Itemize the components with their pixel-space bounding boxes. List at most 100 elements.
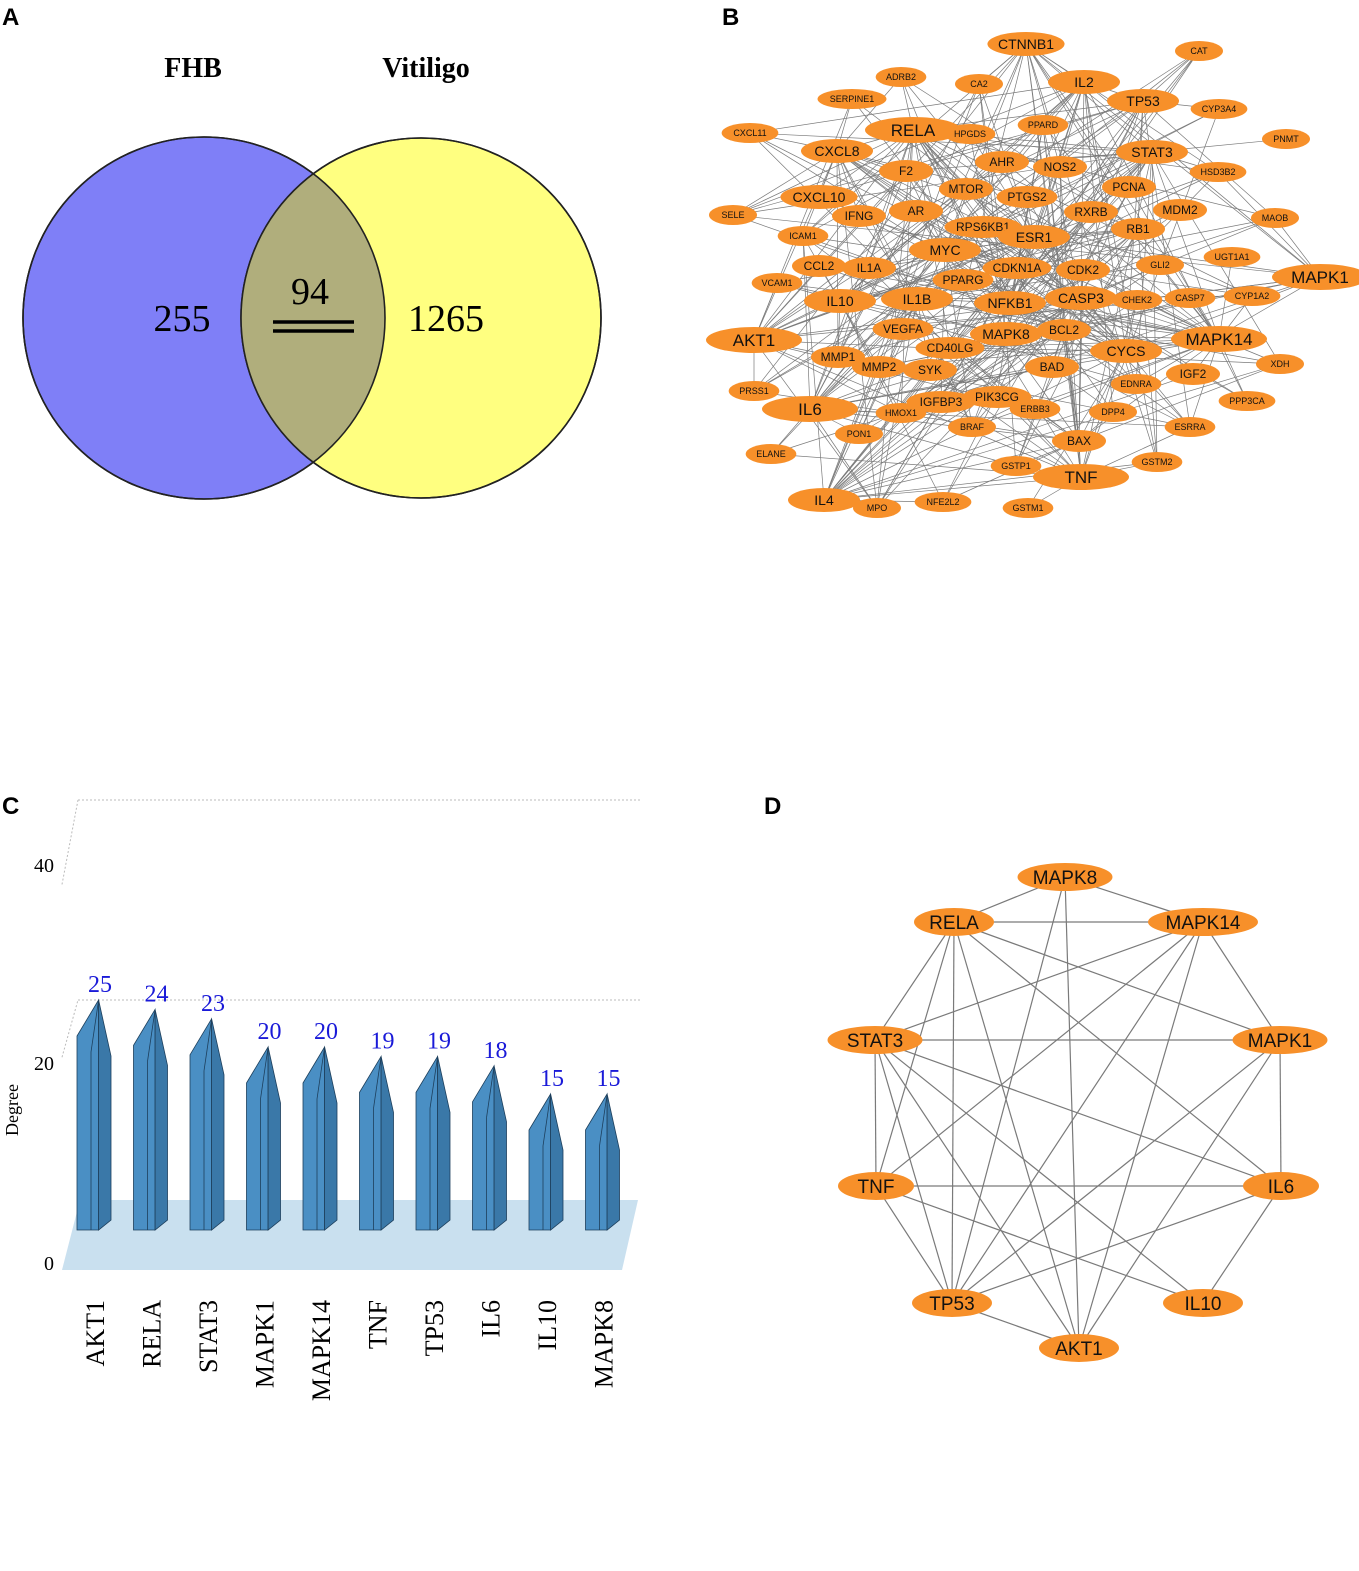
network-node-myc: MYC (909, 238, 981, 262)
svg-text:IL6: IL6 (1268, 1177, 1294, 1198)
network-node-mmp1: MMP1 (811, 346, 865, 368)
svg-text:IGF2: IGF2 (1180, 367, 1207, 381)
network-edge (916, 264, 1161, 300)
x-tick-label: AKT1 (81, 1300, 110, 1366)
network-node-tp53: TP53 (1107, 89, 1179, 113)
network-node-ctnnb1: CTNNB1 (987, 32, 1065, 56)
network-node-ppard: PPARD (1017, 115, 1069, 135)
panel-label-a: A (2, 4, 20, 31)
svg-text:ELANE: ELANE (756, 449, 786, 459)
svg-text:HMOX1: HMOX1 (885, 408, 917, 418)
network-edge (1142, 100, 1276, 219)
network-edge (732, 129, 914, 216)
svg-text:PIK3CG: PIK3CG (975, 390, 1019, 404)
venn-panel: FHB Vitiligo 255 1265 94 (0, 0, 700, 560)
network-node-rxrb: RXRB (1064, 201, 1118, 223)
network-node-cxcl11: CXCL11 (721, 123, 779, 143)
network-edge (809, 408, 878, 509)
svg-text:CA2: CA2 (970, 79, 988, 89)
svg-text:GSTM1: GSTM1 (1012, 503, 1043, 513)
y-axis-label: Degree (2, 1084, 22, 1136)
network-edge (969, 133, 1035, 238)
svg-text:CD40LG: CD40LG (927, 341, 974, 355)
network-edge (836, 76, 902, 152)
core-node-tp53: TP53 (912, 1289, 992, 1317)
network-node-mmp2: MMP2 (852, 356, 906, 378)
x-tick-label: MAPK14 (307, 1300, 336, 1401)
network-node-il2: IL2 (1048, 70, 1120, 94)
network-node-hsd3b2: HSD3B2 (1189, 162, 1247, 182)
network-node-gli2: GLI2 (1136, 255, 1184, 275)
bar-mapk14 (302, 1045, 338, 1231)
svg-text:RPS6KB1: RPS6KB1 (956, 220, 1010, 234)
venn-count-vitiligo: 1265 (408, 298, 484, 340)
network-edge (1033, 236, 1321, 278)
network-edge (915, 210, 1127, 352)
network-node-hmox1: HMOX1 (875, 403, 927, 423)
svg-text:PTGS2: PTGS2 (1007, 190, 1047, 204)
network-edge (1137, 100, 1144, 230)
core-network-edge (953, 921, 1080, 1349)
network-edge (823, 373, 1194, 501)
bar-mapk8 (585, 1092, 620, 1231)
svg-text:SELE: SELE (721, 210, 744, 220)
bar-value-label: 15 (597, 1066, 621, 1092)
network-edge (753, 210, 917, 341)
network-edge (1026, 81, 1085, 198)
network-edge (1025, 43, 1139, 230)
network-node-akt1: AKT1 (706, 327, 802, 353)
bar-il10 (528, 1092, 564, 1231)
network-edge (836, 150, 918, 300)
core-network-edge (951, 876, 1066, 1304)
network-node-cycs: CYCS (1090, 339, 1162, 363)
network-node-ccl2: CCL2 (792, 255, 846, 277)
bar-value-label: 23 (201, 991, 225, 1017)
network-edge (949, 43, 1027, 349)
svg-text:MDM2: MDM2 (1162, 203, 1198, 217)
network-node-prss1: PRSS1 (728, 381, 780, 401)
venn-label-fhb: FHB (164, 53, 222, 84)
bar-il6 (472, 1064, 507, 1231)
svg-text:PON1: PON1 (847, 429, 872, 439)
svg-text:IGFBP3: IGFBP3 (920, 395, 963, 409)
svg-text:ADRB2: ADRB2 (886, 72, 916, 82)
network-node-igfbp3: IGFBP3 (906, 391, 976, 413)
network-node-xdh: XDH (1256, 354, 1304, 374)
core-network-edge (1202, 1185, 1282, 1304)
network-node-il1a: IL1A (842, 257, 896, 279)
network-node-bad: BAD (1025, 356, 1079, 378)
svg-text:AR: AR (908, 204, 925, 218)
chart-grid (61, 799, 640, 1058)
network-edge (836, 150, 839, 358)
network-edge (823, 329, 1065, 501)
svg-text:TP53: TP53 (1126, 93, 1160, 109)
network-edge (753, 339, 902, 414)
network-node-ifng: IFNG (832, 205, 886, 227)
core-network-edge (951, 1039, 1281, 1304)
network-edge (823, 440, 1080, 501)
network-node-ugt1a1: UGT1A1 (1203, 247, 1261, 267)
network-edge (836, 150, 1028, 198)
svg-text:GSTM2: GSTM2 (1141, 457, 1172, 467)
svg-text:XDH: XDH (1270, 359, 1289, 369)
core-network-edge (874, 1039, 953, 1304)
network-node-cdkn1a: CDKN1A (982, 257, 1052, 279)
core-network-edge (953, 921, 1282, 1187)
svg-text:UGT1A1: UGT1A1 (1214, 252, 1249, 262)
svg-text:HPGDS: HPGDS (954, 129, 986, 139)
core-network-edges (874, 876, 1282, 1349)
network-edge (802, 235, 825, 501)
core-network-edge (1078, 1039, 1281, 1349)
bar-tp53 (415, 1054, 451, 1231)
network-node-ppp3ca: PPP3CA (1218, 391, 1276, 411)
svg-text:MAPK1: MAPK1 (1248, 1031, 1312, 1052)
network-node-ar: AR (889, 200, 943, 222)
network-edge (1083, 81, 1114, 413)
bar-rela (133, 1007, 168, 1231)
network-node-il10: IL10 (804, 289, 876, 313)
svg-text:RXRB: RXRB (1074, 205, 1107, 219)
svg-text:AKT1: AKT1 (733, 331, 776, 350)
svg-text:BAX: BAX (1067, 434, 1091, 448)
network-node-vegfa: VEGFA (872, 318, 934, 340)
network-node-nfe2l2: NFE2L2 (914, 492, 972, 512)
